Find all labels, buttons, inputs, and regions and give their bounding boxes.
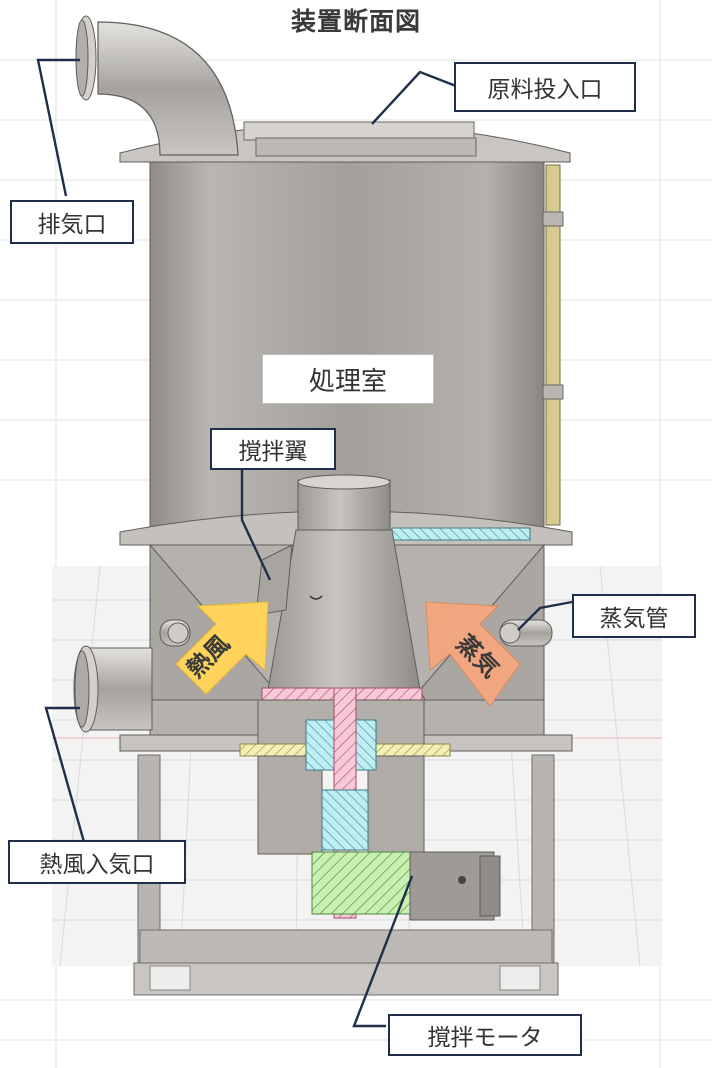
exhaust-elbow-pipe: [75, 15, 239, 156]
processing-chamber-label: 処理室: [262, 354, 434, 404]
hot-air-inlet-label: 熱風入気口: [8, 840, 186, 884]
support-frame: [133, 754, 559, 996]
callout-leaders: [36, 58, 573, 1028]
stirring-motor-label: 撹拌モータ: [388, 1014, 582, 1056]
stirring-blade-label: 撹拌翼: [210, 428, 336, 470]
hot-air-inlet-pipe: [73, 645, 153, 733]
exhaust-port-label: 排気口: [10, 200, 134, 244]
hot-air-arrow: [175, 601, 269, 695]
steam-pipes: [159, 619, 553, 647]
drive-assembly: [239, 687, 501, 921]
central-cone-and-blade: [255, 474, 421, 691]
diagram-title: 装置断面図: [290, 7, 421, 36]
steam-arrow: [425, 601, 521, 707]
raw-material-inlet-label: 原料投入口: [454, 62, 636, 112]
steam-pipe-label: 蒸気管: [572, 594, 696, 638]
